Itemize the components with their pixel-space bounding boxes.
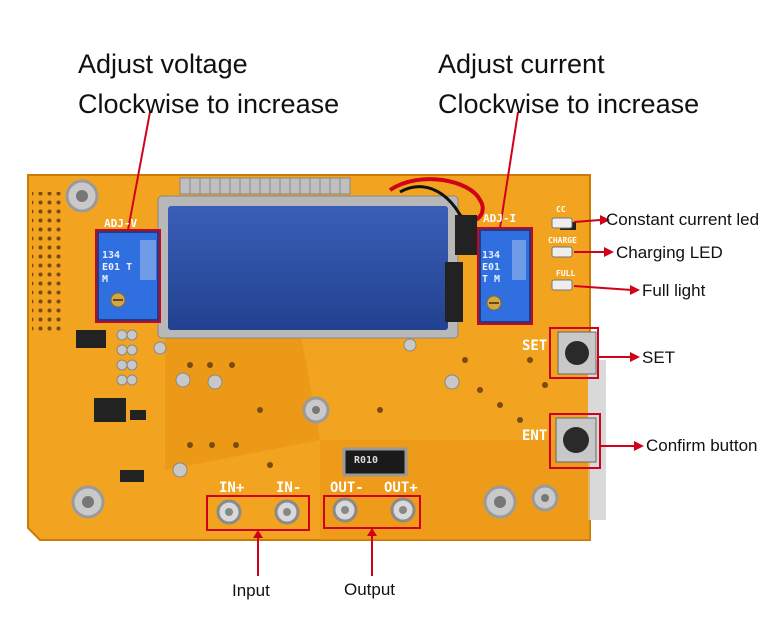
via-field-left — [32, 192, 62, 332]
lcd-pins — [179, 177, 351, 195]
callout-lines — [95, 111, 634, 576]
silk-out-plus: OUT+ — [384, 480, 418, 496]
charging-led-label: Charging LED — [616, 243, 723, 262]
adjust-current-title: Adjust current — [438, 49, 605, 79]
silk-adj-i: ADJ-I — [483, 212, 517, 225]
set-label: SET — [642, 348, 676, 367]
shunt-resistor — [342, 447, 408, 477]
silk-set: SET — [522, 338, 548, 354]
button-ent-part — [555, 417, 597, 463]
silk-out-minus: OUT- — [330, 480, 364, 496]
status-leds — [551, 217, 573, 291]
output-label: Output — [344, 580, 396, 599]
box-adj-i — [477, 227, 533, 325]
trimpot-voltage-code: 134 E01 T M — [102, 250, 133, 285]
silk-cc: CC — [556, 205, 566, 214]
silk-full: FULL — [556, 269, 576, 278]
constant-current-led-label: Constant current led — [606, 210, 760, 229]
side-connector — [588, 360, 606, 520]
mounting-holes — [65, 179, 559, 519]
silk-in-plus: IN+ — [219, 480, 245, 496]
trimpot-current-code: 134 E01 T M — [482, 250, 501, 285]
terminal-pads — [216, 497, 416, 525]
full-light-label: Full light — [642, 281, 706, 300]
trimpot-voltage — [97, 231, 159, 321]
shunt-resistor-code: R010 — [354, 455, 379, 466]
input-label: Input — [232, 581, 270, 600]
button-set-part — [557, 331, 597, 375]
adjust-voltage-subtitle: Clockwise to increase — [78, 89, 340, 119]
silk-adj-v: ADJ-V — [104, 217, 138, 230]
silk-charge: CHARGE — [548, 236, 577, 245]
confirm-button-label: Confirm button — [646, 436, 758, 455]
box-ent — [549, 413, 601, 469]
silk-in-minus: IN- — [276, 480, 302, 496]
adjust-voltage-title: Adjust voltage — [78, 49, 248, 79]
trimpot-current — [479, 229, 531, 323]
adjust-current-subtitle: Clockwise to increase — [438, 89, 700, 119]
lcd-display — [168, 206, 448, 330]
box-set — [549, 327, 599, 379]
silk-ent: ENT — [522, 428, 548, 444]
